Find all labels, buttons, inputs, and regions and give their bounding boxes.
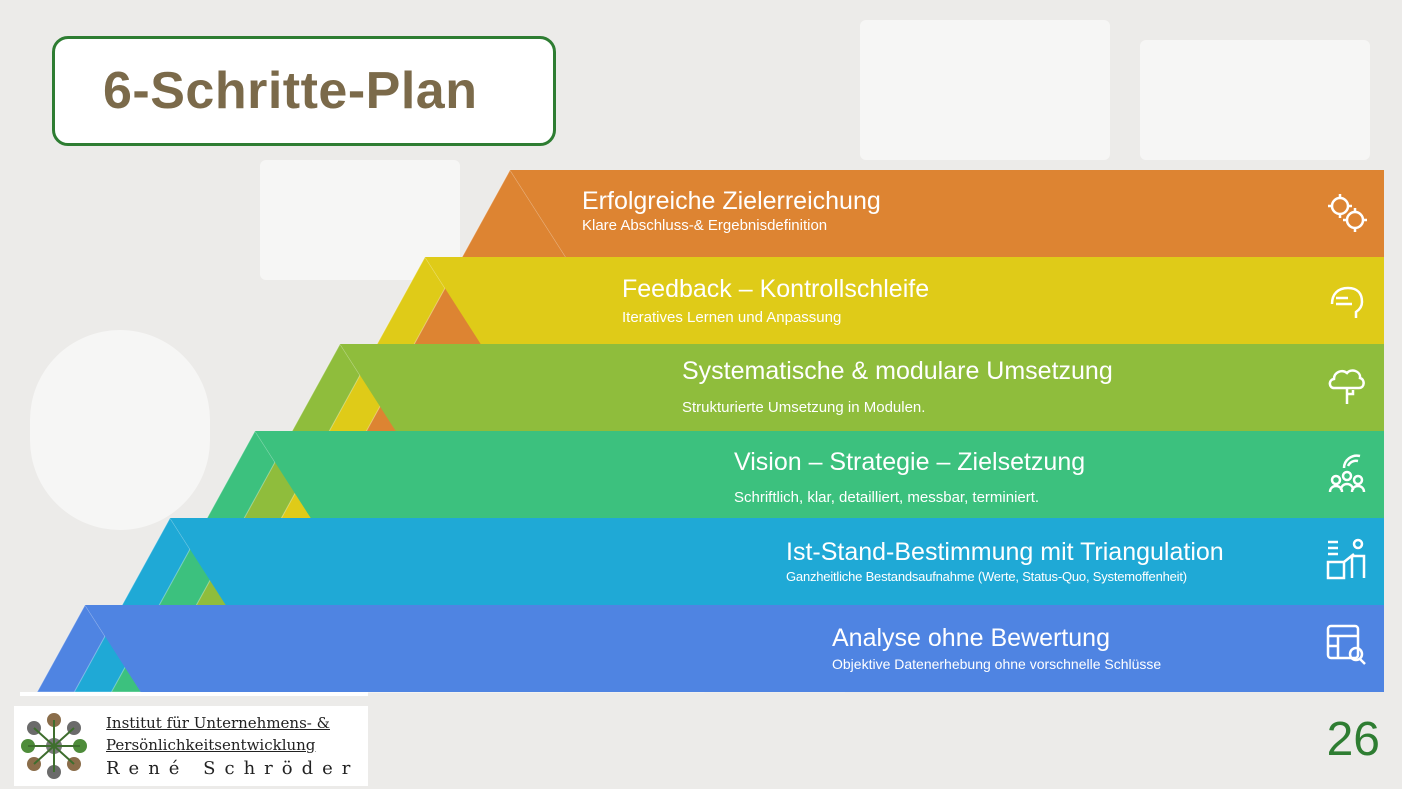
team-vision-icon [1328, 454, 1366, 493]
cloud-tree-icon [1328, 369, 1365, 404]
step-title: Feedback – Kontrollschleife [622, 275, 930, 303]
step-title: Vision – Strategie – Zielsetzung [734, 448, 1086, 476]
feedback-head-icon [1330, 286, 1364, 318]
step-subtitle: Strukturierte Umsetzung in Modulen. [682, 399, 926, 416]
background-shape [30, 330, 210, 530]
step-subtitle: Klare Abschluss-& Ergebnisdefinition [582, 217, 828, 234]
step-title: Ist-Stand-Bestimmung mit Triangulation [786, 538, 1224, 566]
step-title: Systematische & modulare Umsetzung [682, 357, 1113, 385]
step-subtitle: Ganzheitliche Bestandsaufnahme (Werte, S… [786, 569, 1187, 584]
step-title: Erfolgreiche Zielerreichung [582, 187, 881, 215]
step-band [85, 605, 1384, 692]
slide-title: 6-Schritte-Plan [103, 62, 478, 120]
step-band [170, 518, 1384, 605]
step-band [255, 431, 1384, 518]
gears-icon [1328, 194, 1367, 232]
page-number: 26 [1326, 713, 1380, 766]
analysis-person-icon [1326, 538, 1366, 580]
step-1-text: Analyse ohne Bewertung Objektive Datener… [832, 624, 1161, 673]
step-6-text: Erfolgreiche Zielerreichung Klare Abschl… [582, 187, 881, 235]
step-3-text: Vision – Strategie – Zielsetzung Schrift… [734, 448, 1085, 507]
institute-logo: Institut für Unternehmens- & Persönlichk… [14, 706, 368, 786]
step-title: Analyse ohne Bewertung [832, 624, 1110, 652]
institute-name-line2: Persönlichkeitsentwicklung [106, 736, 316, 754]
institute-owner-name: René Schröder [106, 758, 360, 779]
background-shape [860, 20, 1110, 160]
step-subtitle: Schriftlich, klar, detailliert, messbar,… [734, 489, 1040, 506]
step-subtitle: Iteratives Lernen und Anpassung [622, 309, 842, 326]
step-4-text: Systematische & modulare Umsetzung Struk… [682, 357, 1113, 417]
step-band [425, 257, 1384, 344]
base-line [20, 692, 368, 696]
step-2-text: Ist-Stand-Bestimmung mit Triangulation G… [786, 538, 1224, 586]
table-search-icon [1326, 624, 1366, 665]
step-5-text: Feedback – Kontrollschleife Iteratives L… [622, 275, 929, 327]
title-box: 6-Schritte-Plan [52, 36, 556, 146]
step-subtitle: Objektive Datenerhebung ohne vorschnelle… [832, 656, 1162, 672]
step-band [340, 344, 1384, 431]
logo-mark-icon [21, 713, 87, 779]
background-shape [1140, 40, 1370, 160]
institute-name-line1: Institut für Unternehmens- & [106, 714, 330, 732]
step-band [510, 170, 1384, 257]
